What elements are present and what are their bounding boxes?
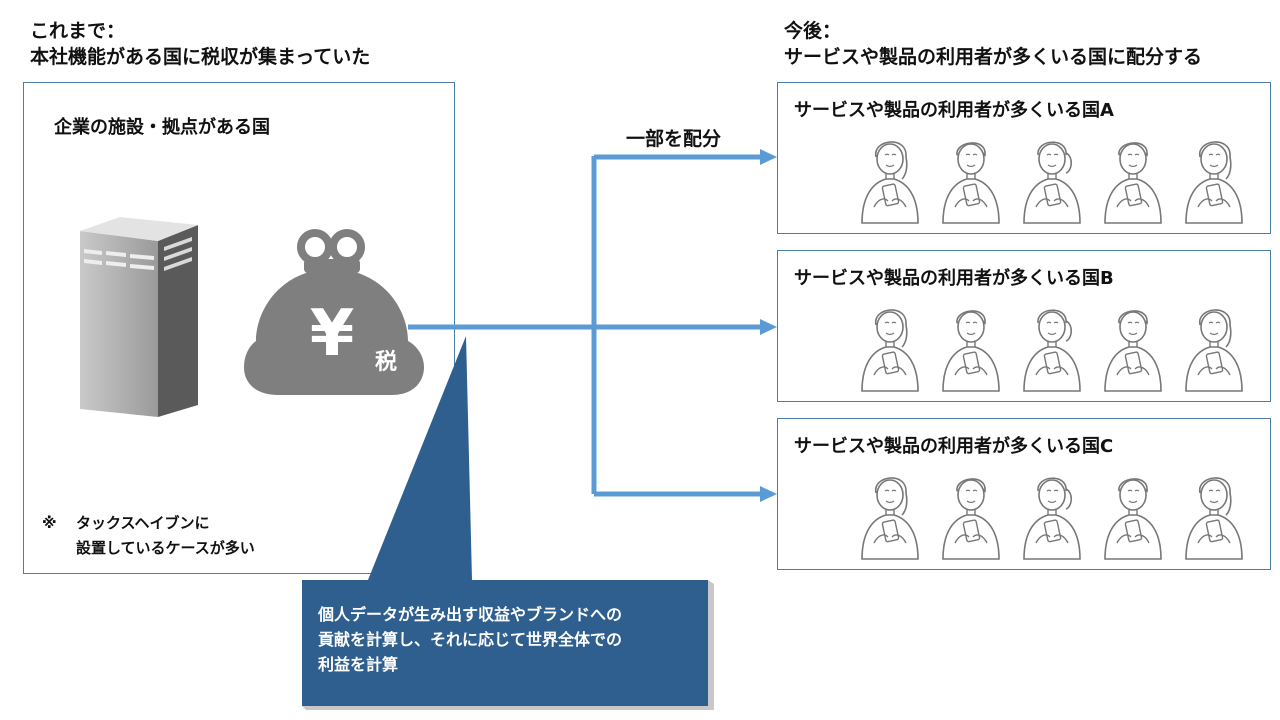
office-building-icon (80, 217, 198, 417)
left-heading-line2: 本社機能がある国に税収が集まっていた (30, 46, 371, 68)
note-line2: 設置しているケースが多い (76, 539, 255, 557)
headquarters-country-title: 企業の施設・拠点がある国 (54, 117, 270, 138)
note-mark: ※ (42, 514, 57, 532)
country-box-a: サービスや製品の利用者が多くいる国A (777, 82, 1271, 234)
user-person-icon (1018, 127, 1086, 227)
arrow-head-c (760, 486, 777, 502)
callout-line3: 利益を計算 (318, 655, 399, 674)
user-person-icon (856, 127, 924, 227)
country-box-b: サービスや製品の利用者が多くいる国B (777, 250, 1271, 402)
user-person-icon (1018, 295, 1086, 395)
arrow-head-b (760, 319, 777, 335)
arrow-head-a (760, 149, 777, 165)
tax-haven-note: ※ タックスヘイブンに 設置しているケースが多い (42, 511, 255, 561)
left-heading-line1: これまで： (30, 20, 126, 42)
user-person-icon (937, 295, 1005, 395)
tax-label: 税 (375, 349, 397, 375)
arrow-label: 一部を配分 (626, 128, 722, 150)
country-box-b-label: サービスや製品の利用者が多くいる国B (794, 268, 1114, 289)
left-heading: これまで： 本社機能がある国に税収が集まっていた (30, 18, 370, 70)
user-person-icon (1099, 295, 1167, 395)
right-heading-line1: 今後： (784, 20, 842, 42)
user-person-icon (856, 295, 924, 395)
user-person-icon (1180, 463, 1248, 563)
user-person-icon (1018, 463, 1086, 563)
note-line1: タックスヘイブンに (76, 514, 210, 532)
user-person-icon (1099, 127, 1167, 227)
user-person-icon (937, 463, 1005, 563)
country-box-a-label: サービスや製品の利用者が多くいる国A (794, 100, 1114, 121)
coin-purse-icon: ¥ 税 (244, 229, 424, 395)
right-heading: 今後： サービスや製品の利用者が多くいる国に配分する (784, 18, 1202, 70)
callout-line2: 貢献を計算し、それに応じて世界全体での (318, 630, 623, 649)
user-person-icon (1099, 463, 1167, 563)
callout-text: 個人データが生み出す収益やブランドへの 貢献を計算し、それに応じて世界全体での … (318, 602, 622, 677)
callout-line1: 個人データが生み出す収益やブランドへの (318, 605, 623, 624)
user-person-icon (937, 127, 1005, 227)
right-heading-line2: サービスや製品の利用者が多くいる国に配分する (784, 46, 1203, 68)
user-person-icon (856, 463, 924, 563)
country-box-c-label: サービスや製品の利用者が多くいる国C (794, 436, 1114, 457)
headquarters-country-box: 企業の施設・拠点がある国 ¥ 税 ※タックスヘイ (23, 82, 455, 574)
user-person-icon (1180, 295, 1248, 395)
country-box-c: サービスや製品の利用者が多くいる国C (777, 418, 1271, 570)
yen-symbol: ¥ (310, 297, 355, 371)
user-person-icon (1180, 127, 1248, 227)
